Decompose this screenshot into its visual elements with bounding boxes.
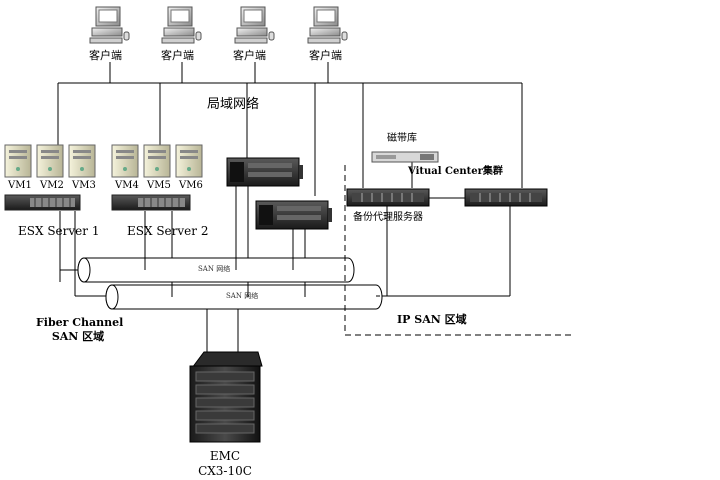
- emc-storage-icon: [189, 351, 263, 443]
- storage-line1: EMC: [209, 449, 241, 463]
- vm-label: VM6: [179, 180, 203, 191]
- fc-zone-line1: Fiber Channel: [36, 316, 124, 329]
- vm-tower-icon: [4, 144, 32, 178]
- vm-label: VM3: [72, 180, 96, 191]
- fc-zone-line2: SAN 区域: [51, 330, 105, 343]
- client-label: 客户端: [233, 49, 266, 62]
- fc-san-zone-label: Fiber Channel SAN 区域: [36, 316, 124, 344]
- vm-tower-icon: [175, 144, 203, 178]
- vcenter-cluster-label: Vitual Center集群: [408, 166, 503, 177]
- san-tube-1: [77, 257, 355, 283]
- ip-san-zone-border: [344, 165, 575, 336]
- backup-proxy-server: [346, 188, 430, 207]
- vm-tower-icon: [36, 144, 64, 178]
- san-tube-2: [105, 284, 383, 310]
- vm-label: VM5: [147, 180, 171, 191]
- storage-label: EMC CX3-10C: [185, 449, 265, 479]
- rack-unit-2: [255, 200, 332, 230]
- rack-unit-1: [226, 157, 303, 187]
- vm-label: VM1: [8, 180, 32, 191]
- san-network-label: SAN 网络: [198, 265, 231, 273]
- tape-library-label: 磁带库: [387, 133, 417, 144]
- esx-server-1-rack: [4, 194, 81, 211]
- client-pc-icon: [161, 6, 202, 44]
- client-pc-icon: [89, 6, 130, 44]
- vm-tower-icon: [143, 144, 171, 178]
- esx-server-2-rack: [111, 194, 191, 211]
- tape-library-icon: [371, 151, 439, 163]
- backup-proxy-label: 备份代理服务器: [353, 212, 423, 223]
- lan-label: 局域网络: [207, 97, 260, 112]
- storage-line2: CX3-10C: [198, 464, 252, 478]
- esx-server-label: ESX Server 1: [18, 224, 100, 238]
- san-network-label: SAN 网络: [226, 292, 259, 300]
- vm-tower-icon: [68, 144, 96, 178]
- client-label: 客户端: [89, 49, 122, 62]
- vm-label: VM2: [40, 180, 64, 191]
- vcenter-server: [464, 188, 548, 207]
- client-label: 客户端: [309, 49, 342, 62]
- esx-server-label: ESX Server 2: [127, 224, 209, 238]
- vm-label: VM4: [115, 180, 139, 191]
- vm-tower-icon: [111, 144, 139, 178]
- ip-san-zone-label: IP SAN 区域: [397, 313, 467, 326]
- client-pc-icon: [234, 6, 275, 44]
- client-pc-icon: [307, 6, 348, 44]
- client-label: 客户端: [161, 49, 194, 62]
